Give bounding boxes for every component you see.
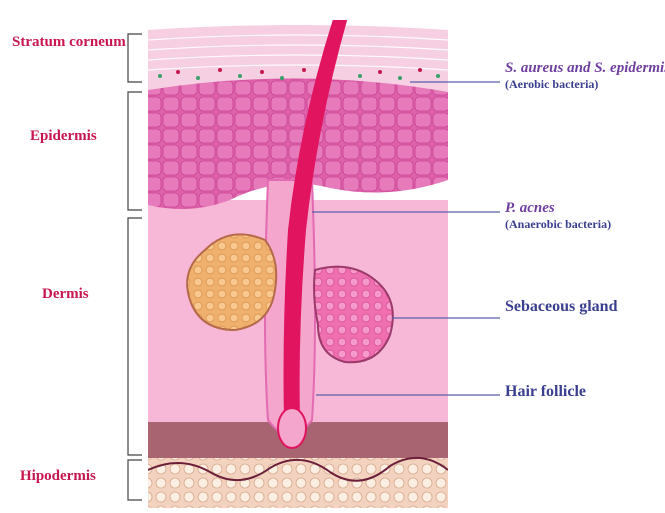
aerobic-bacteria-type: (Aerobic bacteria) (505, 77, 665, 92)
label-dermis: Dermis (42, 286, 89, 303)
label-sebaceous-gland: Sebaceous gland (505, 298, 617, 316)
label-stratum-corneum: Stratum corneum (12, 34, 126, 51)
anaerobic-bacteria-name: P. acnes (505, 200, 611, 217)
layer-brackets (128, 34, 142, 500)
annotation-anaerobic: P. acnes (Anaerobic bacteria) (505, 200, 611, 232)
anaerobic-bacteria-type: (Anaerobic bacteria) (505, 217, 611, 232)
aerobic-bacteria-name: S. aureus and S. epidermis (505, 60, 665, 77)
hypodermis-layer (148, 455, 448, 508)
hair-bulb (278, 408, 306, 448)
annotation-aerobic: S. aureus and S. epidermis (Aerobic bact… (505, 60, 665, 92)
skin-block (148, 10, 448, 508)
label-hipodermis: Hipodermis (20, 468, 96, 485)
label-epidermis: Epidermis (30, 128, 97, 145)
label-hair-follicle: Hair follicle (505, 383, 586, 401)
